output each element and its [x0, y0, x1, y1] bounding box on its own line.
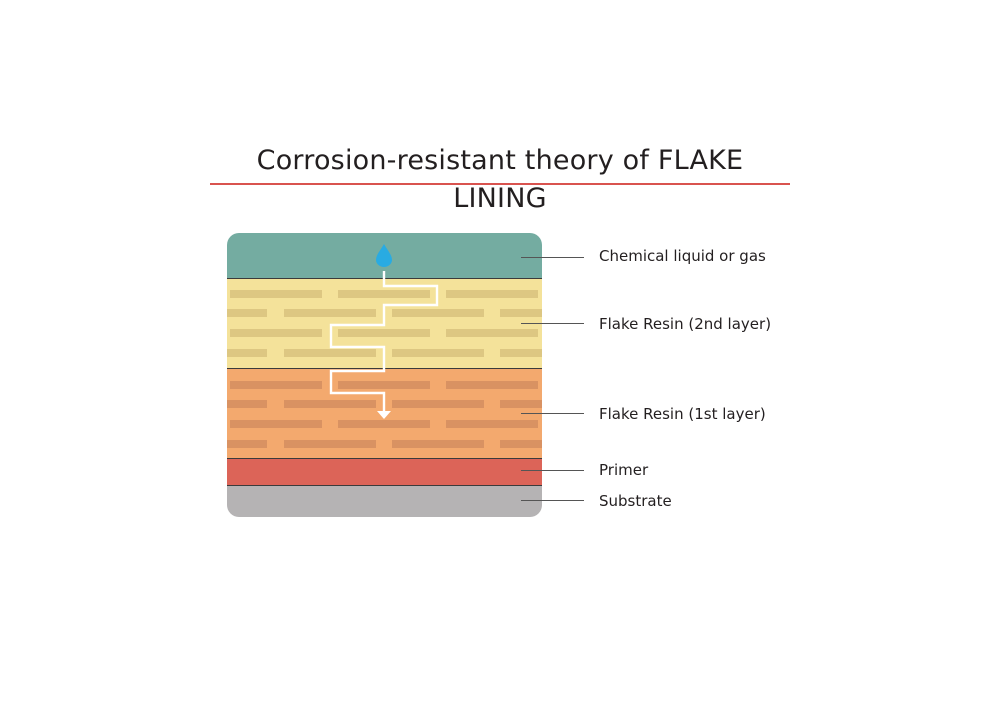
flake-particle: [227, 440, 267, 448]
leader-line-chemical: [521, 257, 584, 258]
flake-particle: [500, 349, 542, 357]
flake-particle: [284, 440, 376, 448]
flake-particle: [227, 349, 267, 357]
flake-particle: [338, 381, 430, 389]
flake-particle: [338, 290, 430, 298]
flake-particle: [230, 329, 322, 337]
label-chemical: Chemical liquid or gas: [599, 247, 766, 265]
leader-line-substrate: [521, 500, 584, 501]
water-drop-icon: [376, 244, 392, 267]
winding-path-line: [329, 271, 439, 411]
flake-particle: [446, 290, 538, 298]
flake-particle: [392, 400, 484, 408]
arrow-down-icon: [377, 411, 391, 419]
flake-particle: [284, 309, 376, 317]
flake-particle: [446, 420, 538, 428]
flake-particle: [227, 400, 267, 408]
label-primer: Primer: [599, 461, 649, 479]
layer-divider: [227, 485, 542, 486]
flake-particle: [284, 349, 376, 357]
label-flake-resin-2nd: Flake Resin (2nd layer): [599, 315, 772, 333]
flake-particle: [500, 440, 542, 448]
leader-line-flake2: [521, 323, 584, 324]
flake-particle: [230, 290, 322, 298]
layer-substrate: [227, 485, 542, 517]
label-substrate: Substrate: [599, 492, 672, 510]
flake-particle: [284, 400, 376, 408]
flake-particle: [230, 381, 322, 389]
title-underline: [210, 183, 790, 185]
flake-particle: [500, 400, 542, 408]
flake-particle: [446, 381, 538, 389]
flake-particle: [392, 349, 484, 357]
penetration-path: [329, 244, 439, 419]
flake-particle: [500, 309, 542, 317]
leader-line-flake1: [521, 413, 584, 414]
flake-particle: [227, 309, 267, 317]
layer-primer: [227, 459, 542, 485]
flake-particle: [338, 420, 430, 428]
flake-particle: [392, 309, 484, 317]
leader-line-primer: [521, 470, 584, 471]
flake-particle: [338, 329, 430, 337]
flake-particle: [230, 420, 322, 428]
label-flake-resin-1st: Flake Resin (1st layer): [599, 405, 766, 423]
diagram-title: Corrosion-resistant theory of FLAKE LINI…: [256, 145, 744, 214]
layer-divider: [227, 458, 542, 459]
flake-particle: [392, 440, 484, 448]
flake-particle: [446, 329, 538, 337]
